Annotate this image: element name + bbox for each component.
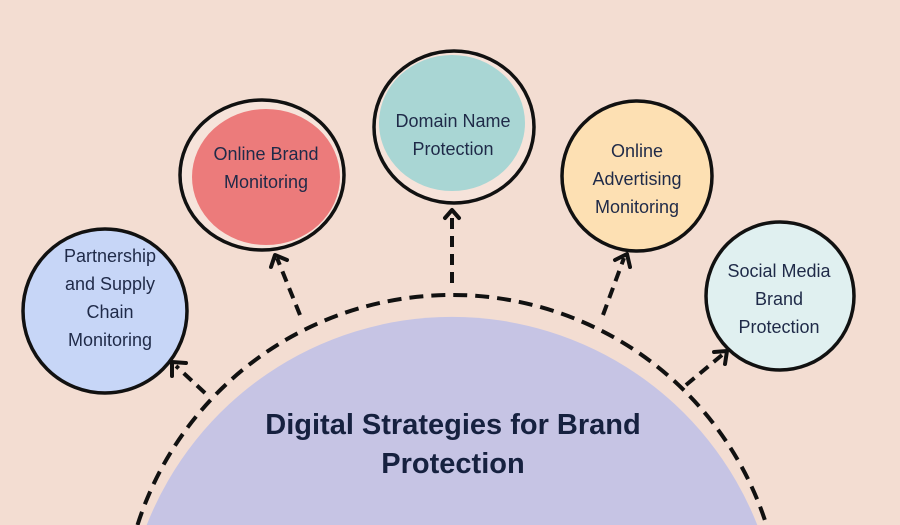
node-domain-name: Domain Name Protection [372,49,536,205]
node-label: Monitoring [68,330,152,350]
node-label: and Supply [65,274,155,294]
arrow-online-brand [269,253,302,316]
node-label: Monitoring [595,197,679,217]
arrow-online-advertising [601,252,632,316]
node-label: Chain [86,302,133,322]
node-partnership: Partnership and Supply Chain Monitoring [21,227,189,395]
center-hub [146,316,758,525]
arrow-domain-name [443,208,461,283]
node-label: Protection [738,317,819,337]
dashed-orbit [135,292,769,525]
diagram-title: Protection [381,448,524,480]
node-label: Advertising [592,169,681,189]
node-label: Protection [412,139,493,159]
node-label: Domain Name [395,111,510,131]
node-label: Online [611,141,663,161]
arrow-partnership [170,360,207,395]
node-label: Social Media [727,261,831,281]
diagram-title: Digital Strategies for Brand [265,409,640,441]
node-label: Partnership [64,246,156,266]
node-online-advertising: Online Advertising Monitoring [560,99,714,253]
node-online-brand: Online Brand Monitoring [178,98,346,252]
node-label: Online Brand [213,144,318,164]
arrow-social-media [684,349,729,387]
node-label: Brand [755,289,803,309]
node-label: Monitoring [224,172,308,192]
node-social-media: Social Media Brand Protection [704,220,856,372]
